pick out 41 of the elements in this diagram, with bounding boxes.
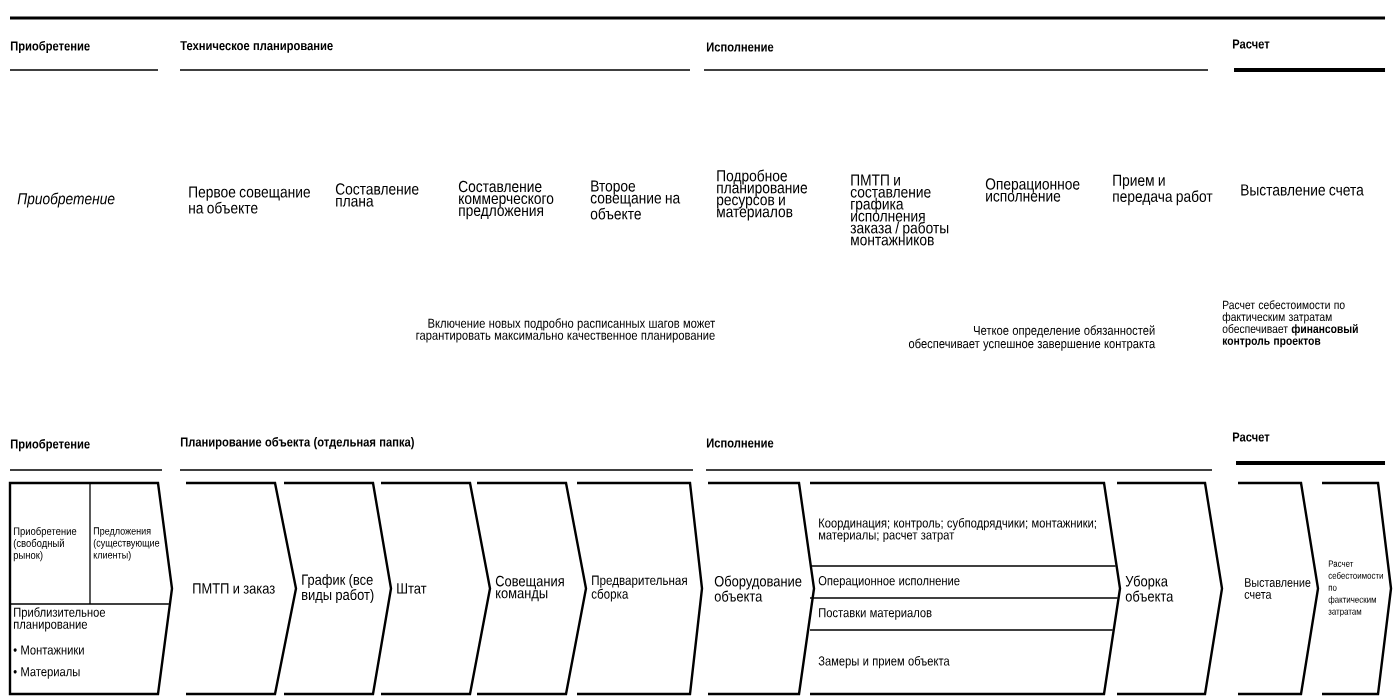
chevron-box: Оборудование объекта [708,481,816,696]
note-text: Включение новых подробно расписанных шагов может гарантировать максимально качественное планирование [416,318,715,343]
step-label: Составление плана [335,183,419,207]
step-label: Второе совещание на объекте [590,180,681,220]
cell-text: Предложения (существующие клиенты) [93,527,160,561]
cell-text: • Монтажники [13,645,84,655]
note-text: Четкое определение обязанностей обеспечивает успешное завершение контракта [908,325,1156,351]
cell-text: Координация; контроль; субподрядчики; монтажники; материалы; расчет затрат [819,517,1096,543]
step-label: Составление коммерческого предложения [458,180,554,220]
phase-heading: Исполнение [706,42,774,52]
step-label: Прием и передача работ [1113,174,1213,206]
phase-heading: Приобретение [10,40,90,54]
cell-text: Приобретение (свободный рынок) [13,526,77,562]
chevron-box: ПМТП и заказ [186,481,298,696]
phase-heading: Техническое планирование [180,41,333,53]
step-label: Первое совещание на объекте [189,186,310,214]
chevron-box: Предварительная сборка [577,481,704,696]
chevron-box: Уборка объекта [1117,481,1224,696]
cell-text: Приблизительное планирование [14,607,106,632]
chevron-box: Штат [381,481,492,696]
step-label: Выставление счета [1241,184,1364,196]
chevron-box [809,481,1122,696]
chevron-box: Расчет себестоимости по фактическим затратам [1322,481,1393,696]
phase-heading: Приобретение [10,438,90,452]
step-label: Подробное планирование ресурсов и материалов [717,169,808,221]
phase-heading: Расчет [1232,432,1270,442]
cell-text: Замеры и прием объекта [818,655,950,669]
note-text: Расчет себестоимости по фактическим затратам обеспечивает финансовый контроль проектов [1222,300,1358,348]
chevron-box: График (все виды работ) [284,481,393,696]
cell-text: Поставки материалов [819,608,932,620]
step-label: ПМТП и составление графика исполнения заказа / работы монтажников [850,174,949,246]
chevron-box: Выставление счета [1238,481,1320,696]
phase-heading: Исполнение [706,438,774,448]
chevron-box [8,481,174,696]
cell-text: • Материалы [13,667,80,679]
phase-heading: Расчет [1232,39,1270,49]
step-label: Операционное исполнение [985,178,1080,202]
phase-heading: Планирование объекта (отдельная папка) [180,436,414,450]
chevron-box: Совещания команды [477,481,588,696]
step-label: Приобретение [17,192,115,208]
cell-text: Операционное исполнение [818,576,960,588]
